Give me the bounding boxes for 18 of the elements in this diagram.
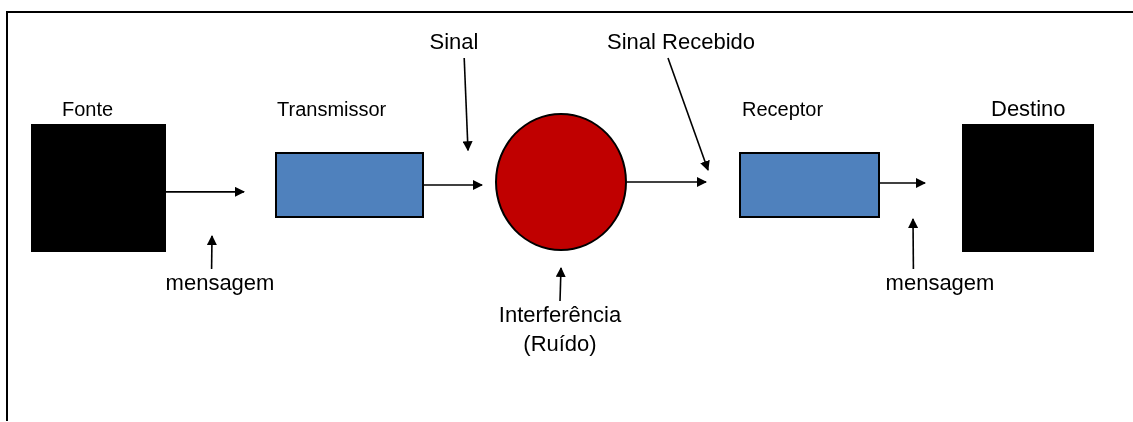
pointer-arrow — [908, 218, 919, 270]
arrow — [423, 180, 483, 190]
node-heading: Destino — [991, 96, 1066, 122]
node-heading: Fonte — [62, 98, 114, 121]
pointer-arrow — [206, 235, 217, 270]
message-label: mensagem — [884, 269, 996, 297]
received-signal-label: Sinal Recebido — [606, 28, 756, 56]
arrow — [879, 178, 926, 188]
node-heading: Receptor — [742, 98, 824, 121]
pointer-arrow — [555, 267, 566, 302]
pointer-arrow — [667, 57, 710, 171]
arrow — [165, 186, 245, 197]
arrow — [626, 177, 707, 187]
noise-label: Interferência (Ruído) — [497, 301, 623, 358]
node-heading: Transmissor — [277, 98, 387, 121]
pointer-arrow — [462, 57, 473, 152]
message-label: mensagem — [164, 269, 276, 297]
signal-label: Sinal — [428, 28, 480, 56]
